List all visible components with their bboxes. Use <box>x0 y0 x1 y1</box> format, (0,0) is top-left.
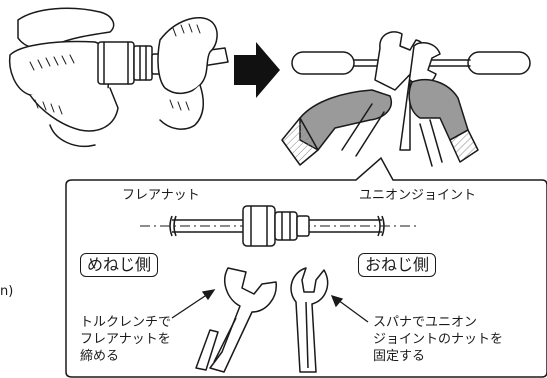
pipe-fitting-detail-icon <box>140 205 420 247</box>
flare-nut-label: フレアナット <box>122 188 200 203</box>
torque-wrench-line-2: フレアナットを <box>80 332 171 347</box>
male-side-label: おねじ側 <box>358 253 437 277</box>
hands-tightening-fitting-icon <box>8 7 229 147</box>
spanner-line-1: スパナでユニオン <box>373 315 478 330</box>
spanner-line-2: ジョイントのナットを <box>373 332 504 347</box>
leader-arrows <box>171 289 369 323</box>
spanner-line-3: 固定する <box>373 349 426 364</box>
torque-wrench-line-1: トルクレンチで <box>80 315 172 330</box>
right-arrow-icon <box>234 42 280 98</box>
edge-text-fragment: n) <box>0 284 14 299</box>
torque-wrench-icon <box>195 267 277 373</box>
torque-wrench-line-3: 締める <box>80 349 120 364</box>
female-side-label: めねじ側 <box>80 253 159 277</box>
union-joint-label: ユニオンジョイント <box>359 188 477 203</box>
spanner-icon <box>290 267 329 373</box>
gloved-hands-wrenches-icon <box>281 31 531 167</box>
